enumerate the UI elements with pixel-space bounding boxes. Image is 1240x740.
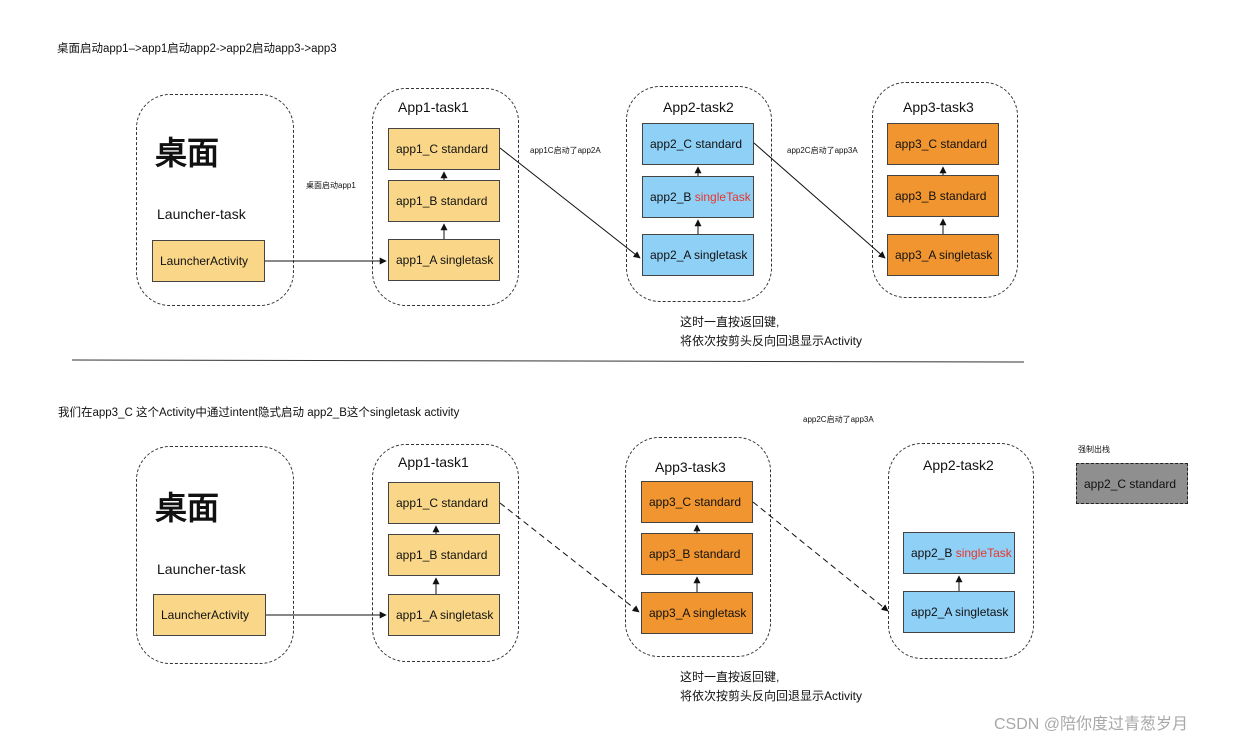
top-app1-b: app1_B standard	[388, 180, 500, 222]
bottom-back-note-line2: 将依次按剪头反向回退显示Activity	[680, 689, 863, 703]
bottom-app2-b-mode: singleTask	[955, 546, 1012, 560]
top-desktop-group	[136, 94, 294, 306]
top-app1-a: app1_A singletask	[388, 239, 500, 281]
top-launcher-activity: LauncherActivity	[152, 240, 265, 282]
bottom-app2-b: app2_B singleTask	[903, 532, 1015, 574]
bottom-back-note: 这时一直按返回键, 将依次按剪头反向回退显示Activity	[680, 668, 862, 706]
top-arrow-app1c-to-app2a	[499, 147, 641, 259]
popped-label: 强制出栈	[1078, 445, 1110, 454]
bottom-app1-task1-group	[372, 444, 519, 662]
bottom-arrow-app1c-to-app3a	[499, 502, 640, 613]
top-app2-b: app2_B singleTask	[642, 176, 754, 218]
popped-app2-c: app2_C standard	[1076, 463, 1188, 504]
bottom-app3-task3-group	[625, 437, 771, 657]
bottom-app1-c: app1_C standard	[388, 482, 500, 524]
bottom-app1-a: app1_A singletask	[388, 594, 500, 636]
top-launch-edge-label: 桌面启动app1	[306, 181, 356, 190]
bottom-app3-task3-title: App3-task3	[655, 459, 726, 475]
top-app2-task2-title: App2-task2	[663, 99, 734, 115]
top-app1-c: app1_C standard	[388, 128, 500, 170]
top-app3-task3-title: App3-task3	[903, 99, 974, 115]
bottom-floating-edge-label: app2C启动了app3A	[803, 415, 874, 424]
bottom-app2-a: app2_A singletask	[903, 591, 1015, 633]
top-back-note: 这时一直按返回键, 将依次按剪头反向回退显示Activity	[680, 313, 862, 351]
top-arrow-app2c-to-app3a	[753, 142, 886, 259]
top-launcher-task-label: Launcher-task	[157, 206, 246, 222]
top-app2-c: app2_C standard	[642, 123, 754, 165]
bottom-launcher-task-label: Launcher-task	[157, 561, 246, 577]
section-divider	[71, 359, 1025, 363]
bottom-app3-a: app3_A singletask	[641, 592, 753, 634]
bottom-app1-b: app1_B standard	[388, 534, 500, 576]
top-app3-b: app3_B standard	[887, 175, 999, 217]
top-back-note-line1: 这时一直按返回键,	[680, 315, 780, 329]
top-app2-b-mode: singleTask	[694, 190, 751, 204]
top-app3-a: app3_A singletask	[887, 234, 999, 276]
bottom-desktop-group	[136, 446, 294, 664]
top-back-note-line2: 将依次按剪头反向回退显示Activity	[680, 334, 863, 348]
bottom-back-note-line1: 这时一直按返回键,	[680, 670, 780, 684]
top-edge-2-3-label: app2C启动了app3A	[787, 146, 858, 155]
bottom-app3-b: app3_B standard	[641, 533, 753, 575]
watermark: CSDN @陪你度过青葱岁月	[994, 716, 1189, 733]
top-app2-b-name: app2_B	[650, 190, 695, 204]
top-app1-task1-title: App1-task1	[398, 99, 469, 115]
bottom-app2-task2-group	[888, 443, 1034, 659]
top-app3-task3-group	[872, 82, 1018, 298]
bottom-app2-task2-title: App2-task2	[923, 457, 994, 473]
top-edge-1-2-label: app1C启动了app2A	[530, 146, 601, 155]
bottom-caption: 我们在app3_C 这个Activity中通过intent隐式启动 app2_B…	[58, 407, 460, 419]
top-app3-c: app3_C standard	[887, 123, 999, 165]
bottom-arrow-app3c-to-app2a	[752, 501, 889, 612]
top-app2-task2-group	[626, 86, 772, 302]
top-caption: 桌面启动app1–>app1启动app2->app2启动app3->app3	[57, 43, 337, 55]
bottom-app3-c: app3_C standard	[641, 481, 753, 523]
top-app2-a: app2_A singletask	[642, 234, 754, 276]
top-desktop-label: 桌面	[155, 135, 220, 171]
bottom-launcher-activity: LauncherActivity	[153, 594, 266, 636]
bottom-desktop-label: 桌面	[155, 490, 220, 526]
top-app1-task1-group	[372, 88, 519, 306]
bottom-app1-task1-title: App1-task1	[398, 454, 469, 470]
bottom-app2-b-name: app2_B	[911, 546, 956, 560]
